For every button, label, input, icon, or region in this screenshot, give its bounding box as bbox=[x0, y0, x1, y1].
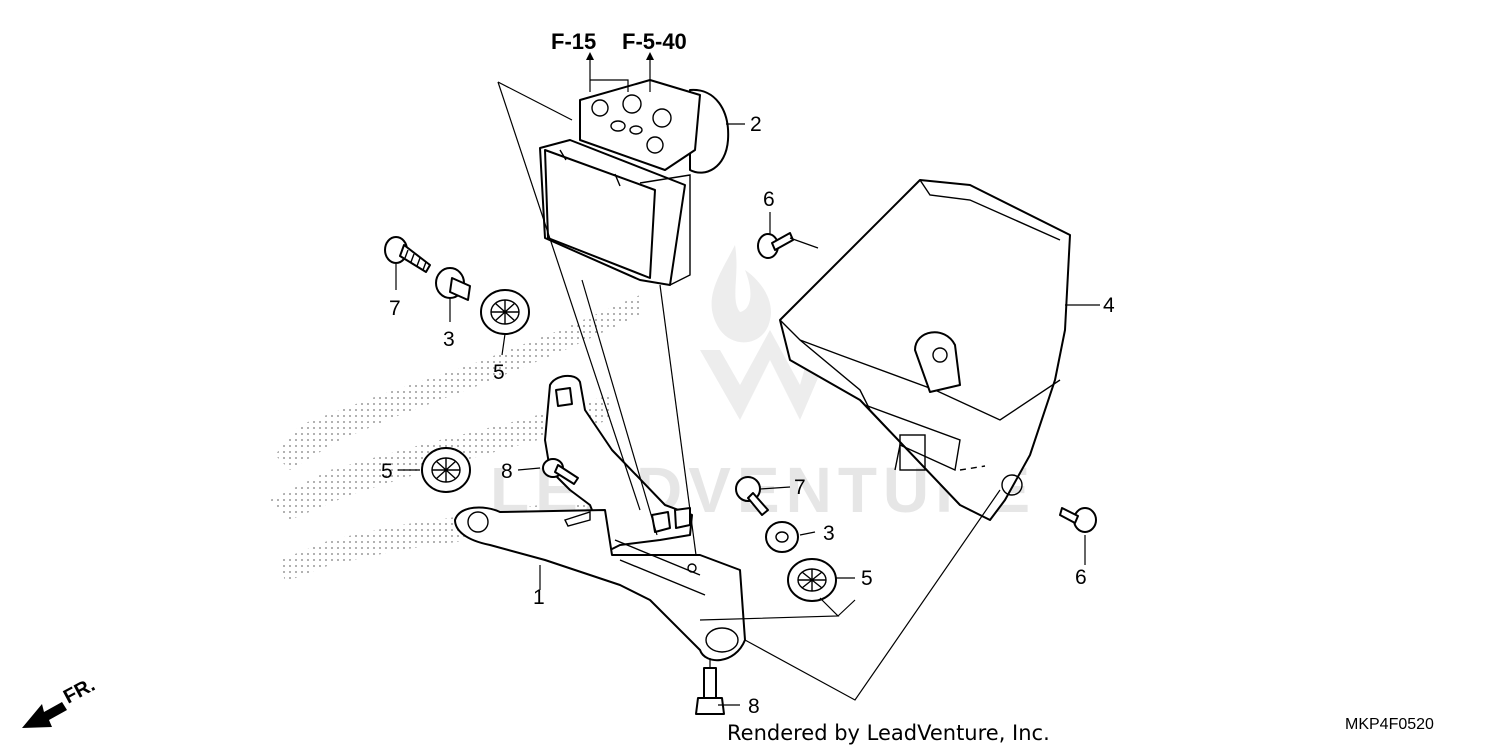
callout-3-lower[interactable]: 3 bbox=[823, 522, 835, 545]
callout-5-left[interactable]: 5 bbox=[381, 460, 393, 483]
callout-5-upper[interactable]: 5 bbox=[493, 361, 505, 384]
front-arrow-icon bbox=[22, 702, 67, 728]
ref-label-f15: F-15 bbox=[551, 29, 596, 54]
front-direction-indicator: FR. bbox=[22, 674, 99, 728]
part-4-cover[interactable] bbox=[779, 179, 1071, 521]
part-1-bracket[interactable] bbox=[454, 374, 746, 662]
ref-label-f540: F-5-40 bbox=[622, 29, 687, 54]
part-2-abs-modulator[interactable] bbox=[539, 79, 730, 286]
callout-2[interactable]: 2 bbox=[750, 113, 762, 136]
callout-3-upper[interactable]: 3 bbox=[443, 328, 455, 351]
callout-6-lower[interactable]: 6 bbox=[1075, 566, 1087, 589]
callout-8-upper[interactable]: 8 bbox=[501, 460, 513, 483]
callout-7-lower[interactable]: 7 bbox=[794, 476, 806, 499]
part-7-bolt-upper[interactable] bbox=[384, 236, 431, 273]
part-6-bolt-lower[interactable] bbox=[1059, 507, 1097, 533]
part-6-bolt-upper[interactable] bbox=[757, 232, 794, 259]
callout-6-upper[interactable]: 6 bbox=[763, 188, 775, 211]
part-3-collar-upper[interactable] bbox=[435, 267, 471, 301]
part-5-grommet-upper[interactable] bbox=[480, 289, 530, 335]
diagram-code: MKP4F0520 bbox=[1345, 716, 1434, 733]
callout-4[interactable]: 4 bbox=[1103, 294, 1115, 317]
callout-8-lower[interactable]: 8 bbox=[748, 695, 760, 718]
callout-1[interactable]: 1 bbox=[533, 586, 545, 609]
part-8-bolt-lower[interactable] bbox=[695, 667, 725, 715]
front-direction-label: FR. bbox=[60, 674, 99, 709]
footer-credit: Rendered by LeadVenture, Inc. bbox=[727, 721, 1050, 745]
part-3-collar-lower[interactable] bbox=[765, 521, 799, 553]
part-5-grommet-left[interactable] bbox=[421, 447, 471, 493]
callout-7-upper[interactable]: 7 bbox=[389, 297, 401, 320]
ref-arrowheads bbox=[586, 52, 654, 60]
leader-lines bbox=[395, 58, 1100, 706]
callout-5-lower[interactable]: 5 bbox=[861, 567, 873, 590]
part-8-bolt-upper[interactable] bbox=[542, 458, 579, 485]
part-5-grommet-lower[interactable] bbox=[787, 558, 837, 602]
